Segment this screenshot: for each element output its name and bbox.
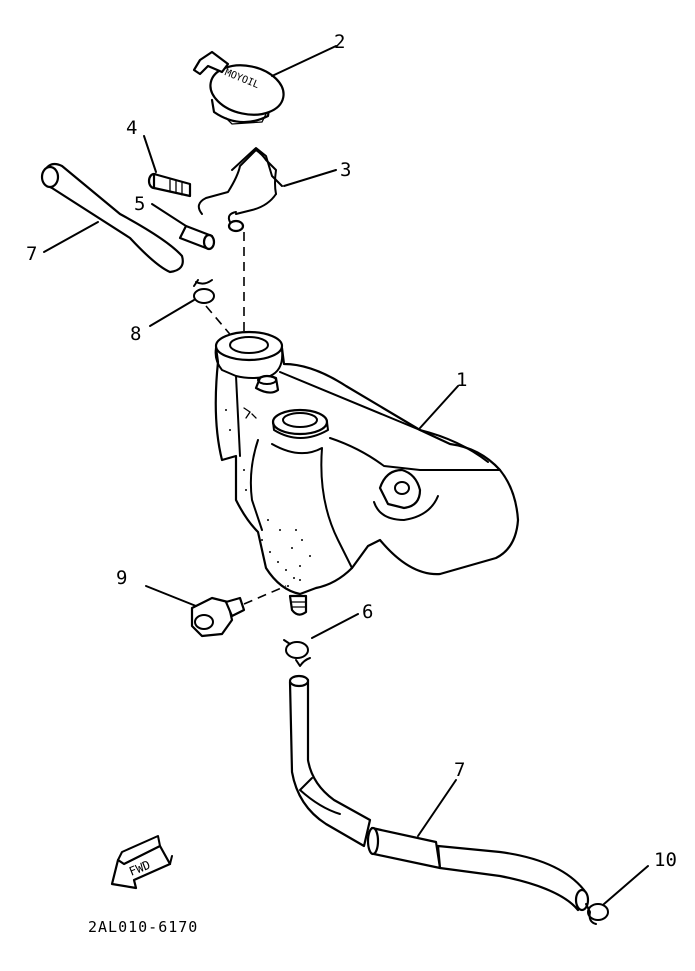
leader-2: [271, 45, 337, 77]
callout-2: 2: [334, 31, 345, 53]
callout-8: 7: [26, 243, 37, 265]
tank-stippling: [225, 409, 311, 587]
oil-tank-cap: MOYOIL: [192, 50, 285, 125]
hose-clip-top: [193, 279, 215, 304]
leader-7a: [311, 613, 359, 639]
leader-3: [283, 169, 337, 187]
leader-5: [151, 203, 187, 227]
callout-9: 8: [130, 323, 141, 345]
assembly-line-bolt: [243, 585, 287, 605]
leader-8: [43, 221, 99, 253]
collar: [178, 224, 216, 251]
bolt: [147, 172, 192, 198]
leader-10: [145, 585, 197, 607]
callout-5: 5: [134, 193, 145, 215]
callout-3: 3: [340, 159, 351, 181]
hose-clip-bottom: [585, 903, 609, 925]
callout-7a: 6: [362, 601, 373, 623]
callout-1: 1: [456, 369, 467, 391]
leader-6: [417, 779, 457, 837]
leader-4: [143, 135, 157, 173]
callout-10: 9: [116, 567, 127, 589]
breather-hose: [40, 162, 184, 274]
oil-delivery-hose: [288, 674, 590, 912]
callout-6: 7: [454, 759, 465, 781]
cap-holder-wire: [197, 147, 283, 233]
leader-9: [149, 299, 195, 327]
callout-4: 4: [126, 117, 137, 139]
drawing-code: 2AL010-6170: [88, 918, 198, 936]
fwd-arrow-icon: FWD: [110, 835, 173, 890]
union-bolt: [190, 596, 246, 638]
oil-tank: [214, 330, 520, 616]
callout-7b: 10: [654, 849, 677, 871]
hose-clip-middle: [283, 639, 311, 667]
leader-7b: [603, 865, 649, 905]
leader-1: [419, 385, 459, 429]
